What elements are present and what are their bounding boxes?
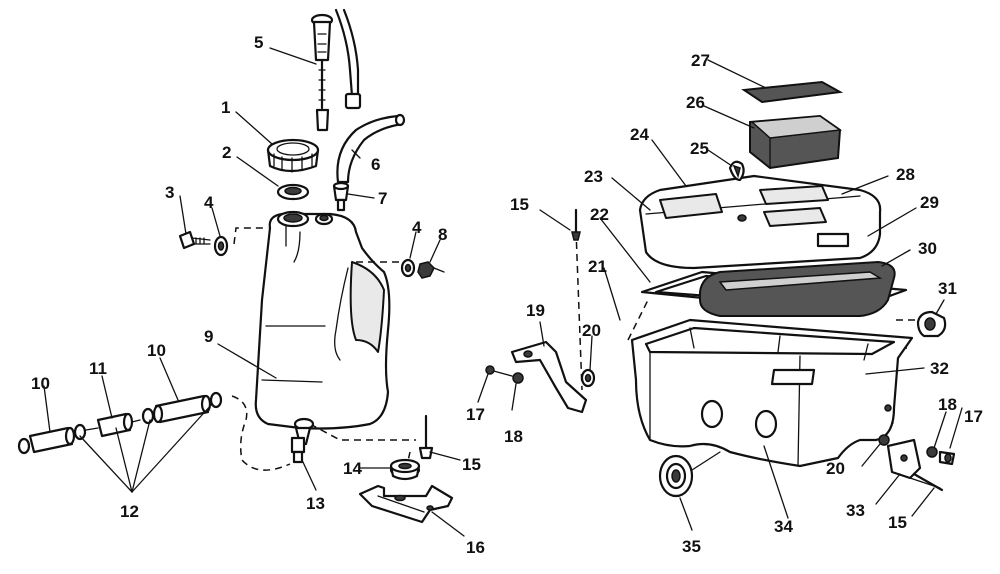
washer-4-right — [400, 258, 416, 278]
callout-32: 32 — [930, 359, 949, 378]
fuel-gauge-sender — [310, 8, 362, 132]
callout-20-left: 20 — [582, 321, 601, 340]
callout-2: 2 — [222, 143, 231, 162]
bolt-17-left — [485, 365, 513, 377]
callout-4-right: 4 — [412, 218, 422, 237]
gas-cap — [266, 138, 320, 173]
callout-17-left: 17 — [466, 405, 485, 424]
air-box-cover — [638, 174, 882, 270]
callout-15-left: 15 — [462, 455, 481, 474]
callout-17-right: 17 — [964, 407, 983, 426]
air-box-housing — [630, 318, 914, 468]
callout-3: 3 — [165, 183, 174, 202]
washer-18-right — [926, 446, 938, 458]
callout-22: 22 — [590, 205, 609, 224]
mounting-bracket-19 — [510, 340, 588, 414]
callout-28: 28 — [896, 165, 915, 184]
bolt-3 — [178, 230, 211, 250]
washer-4-left — [213, 235, 229, 257]
drain-boot — [658, 451, 721, 498]
callout-21: 21 — [588, 257, 607, 276]
retaining-clip — [728, 160, 745, 182]
leader-lines-left — [43, 47, 465, 537]
cap-gasket — [276, 183, 310, 201]
callout-8: 8 — [438, 225, 447, 244]
callout-16: 16 — [466, 538, 485, 557]
callout-1: 1 — [221, 98, 230, 117]
callout-27: 27 — [691, 51, 710, 70]
callout-25: 25 — [690, 139, 709, 158]
bolt-17-right — [938, 450, 956, 466]
callout-35: 35 — [682, 537, 701, 556]
callout-30: 30 — [918, 239, 937, 258]
fuel-line-assembly — [17, 391, 223, 455]
callout-10-left: 10 — [31, 374, 50, 393]
fuel-tank-assembly — [17, 8, 454, 524]
callout-18-left: 18 — [504, 427, 523, 446]
callout-18-right: 18 — [938, 395, 957, 414]
callout-7: 7 — [378, 189, 387, 208]
callout-6: 6 — [371, 155, 380, 174]
callout-15-right: 15 — [510, 195, 529, 214]
filter-pad — [741, 80, 844, 104]
callout-10-right: 10 — [147, 341, 166, 360]
screw-15-left — [418, 414, 434, 460]
washer-18-left — [512, 372, 524, 384]
callout-29: 29 — [920, 193, 939, 212]
screw-15-right-top — [571, 208, 581, 241]
grommet-14 — [389, 458, 421, 481]
callout-14: 14 — [343, 459, 362, 478]
screw-15-right-bottom — [912, 472, 944, 492]
fuel-outlet-fitting — [290, 417, 315, 464]
tank-bracket — [358, 484, 454, 524]
callout-34: 34 — [774, 517, 793, 536]
callout-31: 31 — [938, 279, 957, 298]
callout-24: 24 — [630, 125, 649, 144]
grommet-20-left — [580, 368, 596, 388]
hose-clamp-31 — [916, 310, 947, 338]
callout-13: 13 — [306, 494, 325, 513]
grommet-20-right — [878, 434, 890, 446]
callout-26: 26 — [686, 93, 705, 112]
bracket-33 — [886, 438, 941, 489]
callout-5: 5 — [254, 33, 263, 52]
air-box-assembly — [485, 80, 956, 498]
nut-8 — [417, 261, 445, 279]
callout-11: 11 — [89, 359, 107, 378]
vent-hose — [336, 113, 406, 184]
callout-15-bottom: 15 — [888, 513, 907, 532]
filter-foam-block — [749, 114, 843, 170]
callout-labels: 1 2 3 4 5 6 7 4 8 9 10 11 10 12 13 14 15… — [31, 33, 983, 557]
callout-19: 19 — [526, 301, 545, 320]
air-filter-element — [699, 260, 896, 317]
callout-12: 12 — [120, 502, 139, 521]
callout-20-right: 20 — [826, 459, 845, 478]
callout-33: 33 — [846, 501, 865, 520]
callout-4-left: 4 — [204, 193, 214, 212]
callout-23: 23 — [584, 167, 603, 186]
callout-9: 9 — [204, 327, 213, 346]
leader-lines-right — [477, 59, 963, 531]
vent-fitting — [332, 181, 350, 212]
